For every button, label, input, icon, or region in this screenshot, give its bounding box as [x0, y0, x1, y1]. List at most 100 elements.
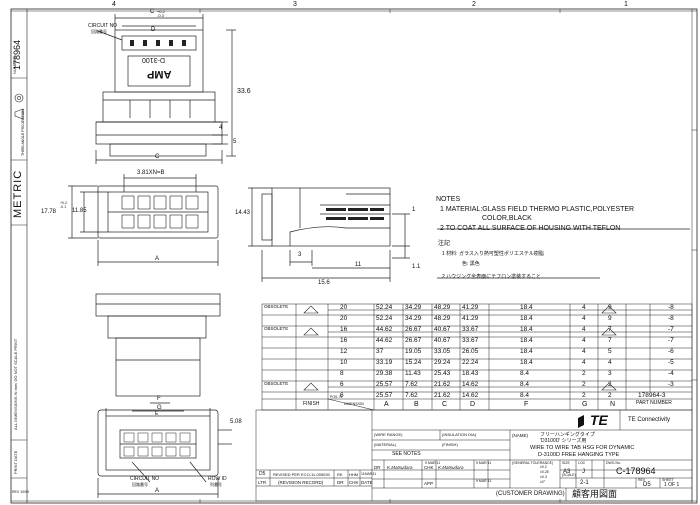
table-cell-f: 8.4 — [520, 370, 530, 377]
zone-4: 4 — [112, 1, 116, 8]
table-cell-f: 8.4 — [520, 392, 530, 399]
left-strip — [11, 77, 27, 479]
zone-1: 1 — [624, 1, 628, 8]
strip-metric: METRIC — [12, 169, 24, 218]
bottom-view — [97, 402, 232, 498]
table-cell-f: 18.4 — [520, 304, 533, 311]
table-cell-tag: OBSOLETE — [264, 381, 289, 386]
bottom-dim-e: E — [155, 411, 159, 417]
zone-2: 2 — [472, 1, 476, 8]
table-cell-g: 4 — [582, 359, 586, 366]
rev-header-dr: DR — [337, 480, 344, 485]
rev-header-ltr: LTR — [258, 480, 267, 485]
table-cell-tag: OBSOLETE — [264, 304, 289, 309]
table-cell-pn: -8 — [668, 304, 674, 311]
table-cell-n: 12 — [340, 348, 348, 355]
table-cell-a: 25.57 — [376, 381, 393, 388]
table-cell-b: 7.62 — [405, 392, 418, 399]
table-col-d: D — [470, 401, 476, 408]
top-dim-tol: +0.2 -0.1 — [60, 201, 67, 209]
side-dim-1443: 14.43 — [235, 210, 251, 216]
tb-dwg-no-label: DWG No. — [606, 461, 621, 465]
table-cell-d: 26.05 — [462, 348, 479, 355]
table-cell-c: 29.24 — [434, 359, 451, 366]
tb-dwg-no: C-178964 — [616, 466, 656, 476]
lower-side-view — [95, 293, 221, 397]
tb-size: A3 — [563, 469, 571, 475]
tb-tol-4: ±2° — [540, 480, 546, 484]
table-cell-c: 40.67 — [434, 326, 451, 333]
tb-rev: D5 — [643, 482, 651, 488]
note-jp-1b: 色: 黒色 — [462, 261, 480, 267]
tb-tol-3: ±0.3 — [540, 475, 547, 479]
top-view-cells — [121, 195, 199, 229]
table-finish-label: FINISH — [303, 401, 320, 407]
table-cell-f: 18.4 — [520, 348, 533, 355]
front-height-dim: 33.6 — [237, 88, 251, 95]
table-cell-c: 48.29 — [434, 315, 451, 322]
tb-name-label: (NAME) — [512, 433, 528, 438]
top-dim-1185: 11.85 — [72, 208, 87, 214]
rev-text: REVISED PER ECO-11-005030 — [273, 472, 330, 477]
top-pitch-dim: 3.81XN=B — [137, 170, 165, 176]
rev-header-date: DATE — [361, 480, 373, 485]
table-cell-num: 9 — [608, 304, 612, 311]
note-jp-2: 2 ハウジング全表面にテフロン塗装すること — [442, 274, 542, 280]
table-cell-d: 41.29 — [462, 304, 479, 311]
bottom-row-jp: 列番号 — [210, 482, 222, 487]
tb-app-label: APP — [424, 481, 434, 486]
tb-tol-1: ±0.2 — [540, 465, 547, 469]
table-cell-pn: -5 — [668, 359, 674, 366]
top-dim-a: A — [155, 256, 160, 262]
bottom-view-cells — [123, 432, 191, 457]
bottom-dim-g: G — [157, 405, 162, 411]
rev-date: 11MAR11 — [361, 472, 377, 476]
tb-customer-jp: 顧客用図面 — [572, 489, 618, 499]
tb-tolerance-title: (GENERAL TOLERANCE) — [512, 461, 554, 465]
table-cell-n: 6 — [340, 392, 344, 399]
table-cell-b: 34.29 — [405, 315, 422, 322]
table-col-a: A — [384, 401, 389, 408]
table-cell-n: 20 — [340, 315, 348, 322]
table-cell-num: 7 — [608, 326, 612, 333]
table-cell-pn: -7 — [668, 337, 674, 344]
table-cell-a: 44.62 — [376, 326, 393, 333]
table-cell-b: 11.43 — [405, 370, 421, 377]
table-cell-a: 44.62 — [376, 337, 393, 344]
side-dim-156: 15.6 — [318, 280, 330, 286]
table-cell-f: 8.4 — [520, 381, 530, 388]
table-cell-pn: -7 — [668, 326, 674, 333]
table-cell-b: 26.67 — [405, 337, 422, 344]
tb-customer: (CUSTOMER DRAWING) — [496, 491, 565, 497]
table-cell-c: 25.43 — [434, 370, 451, 377]
tb-sheet: 1 OF 1 — [664, 482, 680, 488]
table-cell-g: 4 — [582, 326, 586, 333]
bottom-row-id: ROW ID — [208, 476, 227, 482]
front-dim-4: 4 — [219, 125, 223, 131]
front-tol: +0.2 -0.3 — [157, 9, 165, 18]
rev-triangles — [303, 305, 617, 391]
rev-by: RK — [337, 472, 343, 477]
table-cell-d: 41.29 — [462, 315, 479, 322]
table-cell-num: 2 — [608, 392, 612, 399]
table-cell-n: 16 — [340, 326, 348, 333]
table-cell-n: 8 — [340, 370, 344, 377]
note-1: 1 MATERIAL:GLASS FIELD THERMO PLASTIC,PO… — [440, 206, 635, 213]
table-col-n: N — [610, 401, 616, 408]
table-cell-c: 21.62 — [434, 392, 451, 399]
table-part-number-label: PART NUMBER — [636, 400, 672, 406]
front-dim-d: D — [151, 27, 156, 33]
projection-symbol — [14, 93, 24, 120]
tb-app-date: 9 MAR 11 — [476, 479, 492, 483]
tb-title-2: WIRE TO WIRE TAB HSG FOR DYNAMIC — [530, 445, 635, 451]
front-dim-c: C — [155, 154, 160, 160]
table-cell-f: 18.4 — [520, 337, 533, 344]
table-col-c: C — [442, 401, 448, 408]
outer-border — [10, 8, 698, 504]
table-cell-c: 21.62 — [434, 381, 451, 388]
notes-title: NOTES — [436, 196, 461, 203]
table-cell-n: 20 — [340, 304, 348, 311]
tb-dr-label: DR — [374, 465, 381, 470]
rev-header-record: (REVISION RECORD) — [278, 480, 324, 485]
tb-chk-label: CHK — [424, 465, 434, 470]
